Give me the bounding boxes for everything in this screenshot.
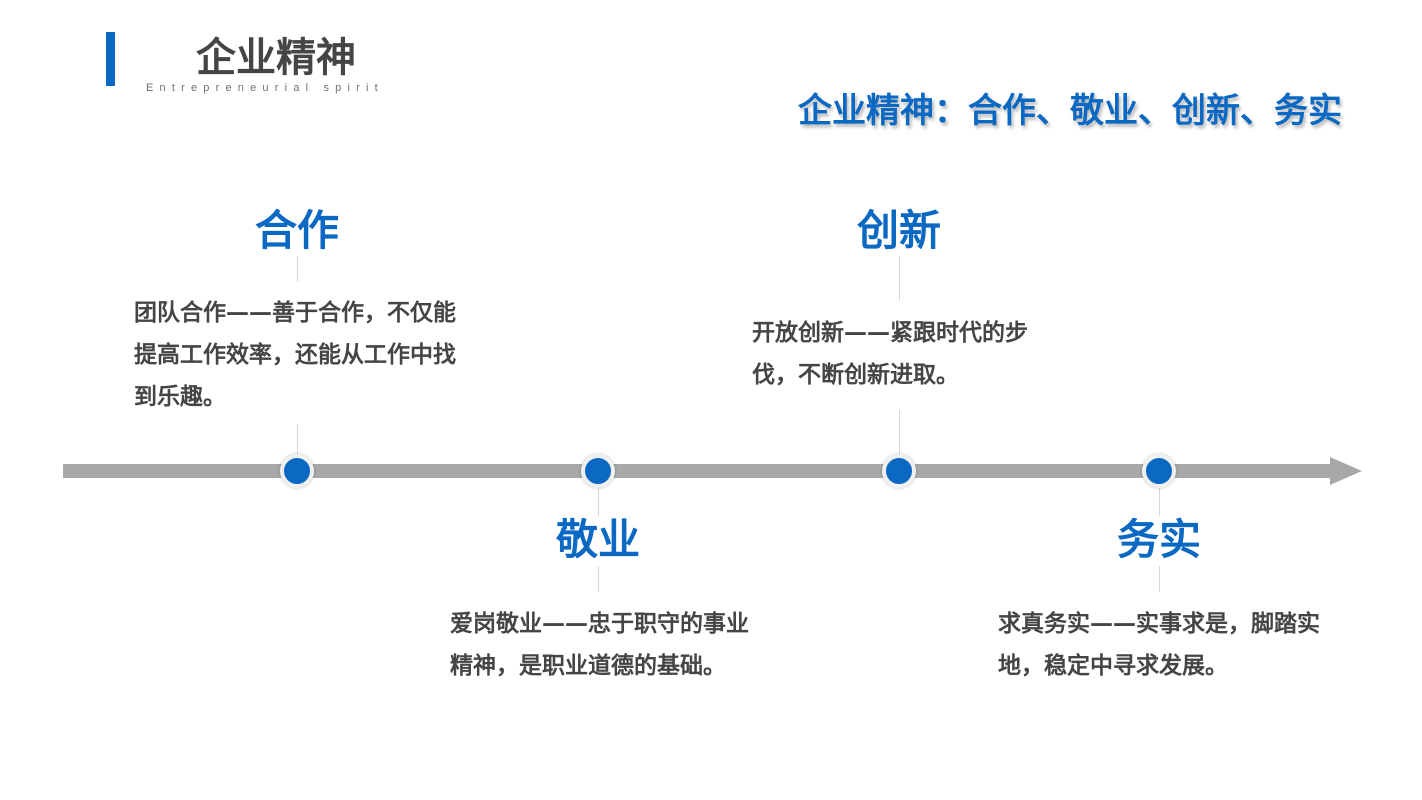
connector-line: [297, 424, 298, 456]
stage-description: 开放创新——紧跟时代的步伐，不断创新进取。: [752, 320, 1028, 388]
timeline-node: [1142, 454, 1176, 488]
stage-title: 务实: [1116, 515, 1201, 564]
timeline-node: [280, 454, 314, 488]
timeline-arrow-icon: [1330, 457, 1362, 485]
headline: 企业精神：合作、敬业、创新、务实: [798, 91, 1342, 131]
connector-line: [899, 410, 900, 456]
stage-description: 爱岗敬业——忠于职守的事业精神，是职业道德的基础。: [450, 611, 749, 679]
page-title: 企业精神: [196, 35, 356, 81]
connector-line: [899, 256, 900, 300]
stage-title: 合作: [254, 206, 339, 255]
page-subtitle: Entrepreneurial spirit: [146, 82, 384, 94]
title-accent-bar: [106, 32, 115, 86]
stage-title: 敬业: [555, 515, 640, 564]
connector-line: [598, 484, 599, 516]
timeline-node: [882, 454, 916, 488]
connector-line: [297, 256, 298, 282]
timeline-node: [581, 454, 615, 488]
connector-line: [598, 566, 599, 592]
timeline-line: [63, 464, 1335, 478]
stage-title: 创新: [856, 206, 941, 255]
stage-description: 团队合作——善于合作，不仅能提高工作效率，还能从工作中找到乐趣。: [134, 300, 456, 410]
connector-line: [1159, 566, 1160, 592]
connector-line: [1159, 484, 1160, 516]
stage-description: 求真务实——实事求是，脚踏实地，稳定中寻求发展。: [998, 611, 1320, 679]
